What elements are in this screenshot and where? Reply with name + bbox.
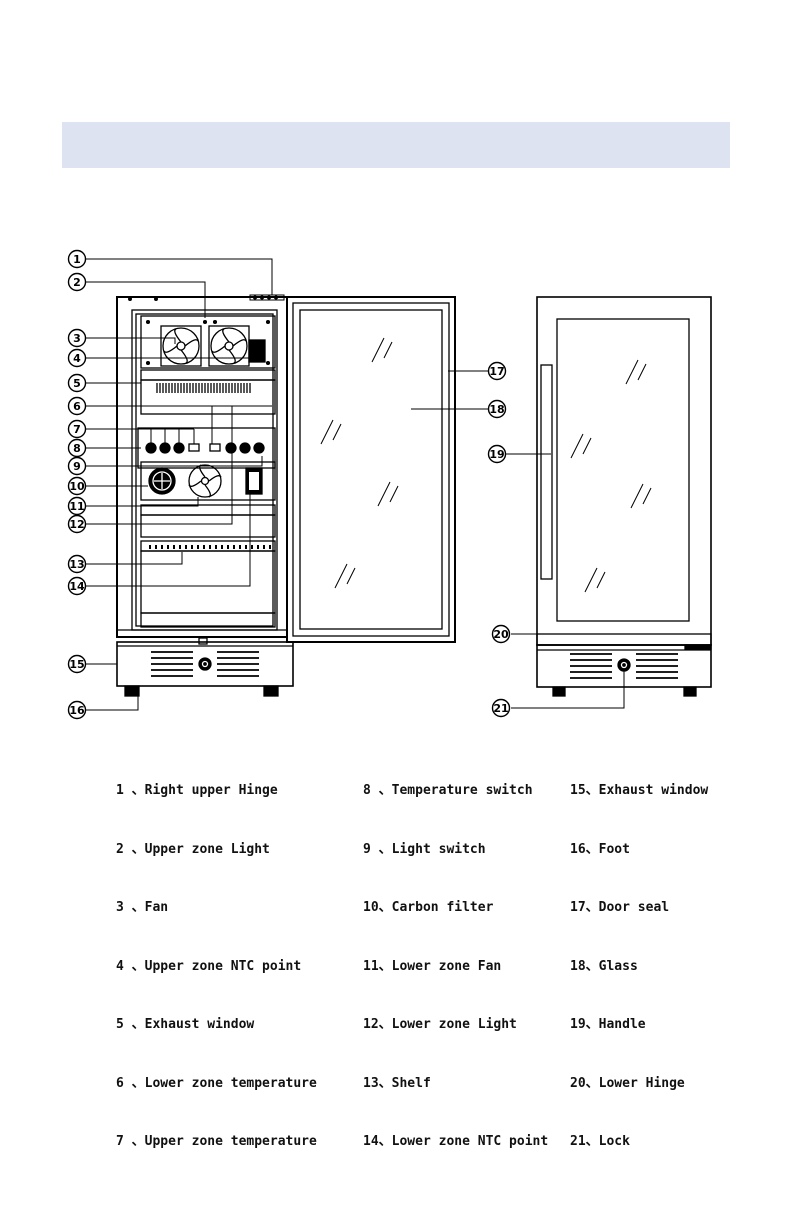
callout-16: 16	[67, 700, 87, 720]
callout-18: 18	[487, 399, 507, 419]
svg-text:12: 12	[69, 518, 84, 531]
callout-5: 5	[67, 373, 87, 393]
base-vent-right	[217, 651, 259, 677]
callout-15: 15	[67, 654, 87, 674]
callout-1: 1	[67, 249, 87, 269]
carbon-filter-icon	[148, 467, 176, 495]
svg-text:2: 2	[73, 276, 81, 289]
callout-6: 6	[67, 396, 87, 416]
top-hinge-area	[128, 294, 285, 301]
svg-text:3: 3	[73, 332, 81, 345]
base-vent-left	[151, 651, 193, 677]
svg-text:13: 13	[69, 558, 84, 571]
callout-19: 19	[487, 444, 507, 464]
svg-text:21: 21	[493, 702, 508, 715]
svg-text:19: 19	[489, 448, 504, 461]
svg-text:7: 7	[73, 423, 81, 436]
upper-vent-strip	[140, 369, 276, 415]
callout-20: 20	[491, 624, 511, 644]
header-band	[62, 122, 730, 168]
svg-text:14: 14	[69, 580, 85, 593]
callout-11: 11	[67, 496, 87, 516]
callout-12: 12	[67, 514, 87, 534]
svg-text:10: 10	[69, 480, 85, 493]
callout-2: 2	[67, 272, 87, 292]
leader-lines	[86, 258, 690, 711]
callout-21: 21	[491, 698, 511, 718]
callout-badges: 1 2 3 4 5 6 7 8 9 10 11 12 13 14 15 16 1…	[67, 249, 511, 720]
svg-text:15: 15	[69, 658, 84, 671]
svg-text:11: 11	[69, 500, 84, 513]
callout-10: 10	[67, 476, 87, 496]
callout-9: 9	[67, 456, 87, 476]
callout-4: 4	[67, 348, 87, 368]
svg-text:5: 5	[73, 377, 81, 390]
svg-text:20: 20	[493, 628, 509, 641]
svg-text:18: 18	[489, 403, 504, 416]
lower-compartment	[140, 504, 276, 628]
callout-14: 14	[67, 576, 87, 596]
callout-13: 13	[67, 554, 87, 574]
svg-text:9: 9	[73, 460, 81, 473]
lower-fan-panel	[140, 461, 276, 501]
upper-fan-panel	[140, 315, 276, 369]
callout-8: 8	[67, 438, 87, 458]
fan-icon-1	[160, 325, 202, 367]
callout-3: 3	[67, 328, 87, 348]
callout-17: 17	[487, 361, 507, 381]
callout-7: 7	[67, 419, 87, 439]
svg-text:16: 16	[69, 704, 85, 717]
svg-text:6: 6	[73, 400, 81, 413]
fan-icon-2	[208, 325, 250, 367]
lower-fan-icon	[188, 464, 222, 498]
cabinet-base	[116, 637, 294, 697]
svg-text:1: 1	[73, 253, 81, 266]
open-door	[286, 296, 456, 643]
closed-cabinet	[536, 296, 712, 697]
svg-text:17: 17	[489, 365, 504, 378]
svg-text:4: 4	[73, 352, 81, 365]
svg-text:8: 8	[73, 442, 81, 455]
